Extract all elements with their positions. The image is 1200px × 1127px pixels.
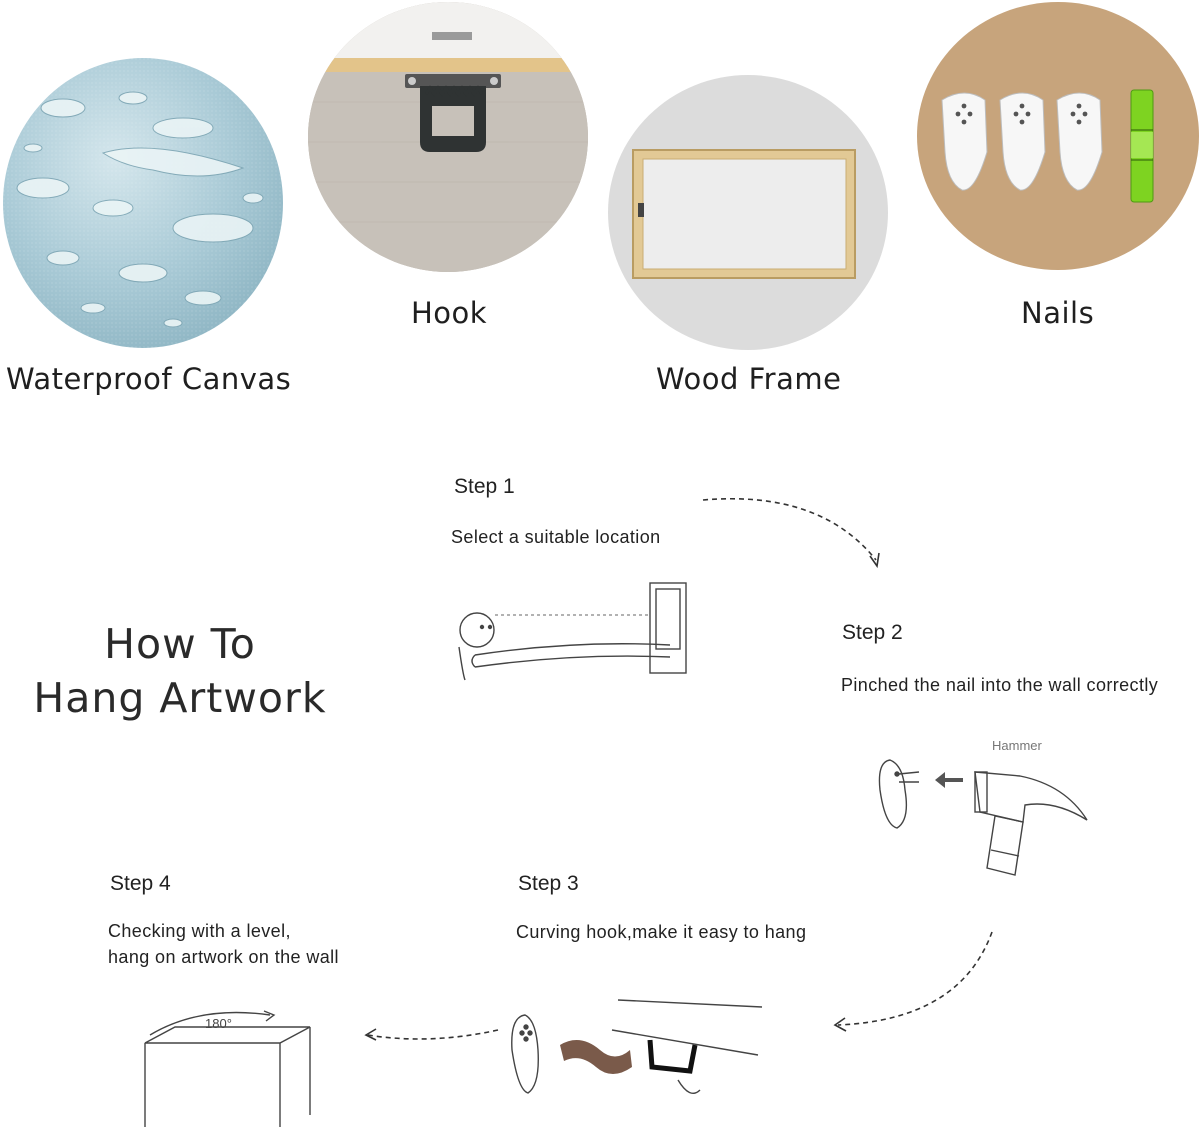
step-4-title: Step 4 [110,872,171,895]
caption-wood-frame: Wood Frame [656,362,842,396]
step-3-title: Step 3 [518,872,579,895]
wall-hooks-and-level-image [917,2,1199,270]
page-title-line-1: How To [104,620,256,668]
step-4-desc: Checking with a level, hang on artwork o… [108,918,339,970]
step-2-desc: Pinched the nail into the wall correctly [841,675,1159,695]
caption-nails: Nails [1021,296,1095,330]
step-1-desc: Select a suitable location [451,527,661,547]
page-title: How To Hang Artwork [15,617,345,725]
hammer-icon [878,759,1088,876]
step-4-desc-line-1: Checking with a level, [108,921,291,941]
water-drops-image [3,58,283,348]
wood-frame-image [608,75,888,350]
caption-hook: Hook [411,296,488,330]
step-4-desc-line-2: hang on artwork on the wall [108,947,339,967]
canvas-edge-icon [144,1010,311,1127]
caption-waterproof-canvas: Waterproof Canvas [6,362,292,396]
hammer-label: Hammer [992,738,1042,753]
wall-hook-icon [511,999,763,1094]
step-3-desc: Curving hook,make it easy to hang [516,922,807,942]
step-2-title: Step 2 [842,621,903,644]
step-1-title: Step 1 [454,475,515,498]
page-title-line-2: Hang Artwork [33,674,327,722]
person-measuring-icon [458,582,687,681]
angle-label: 180° [205,1016,232,1031]
